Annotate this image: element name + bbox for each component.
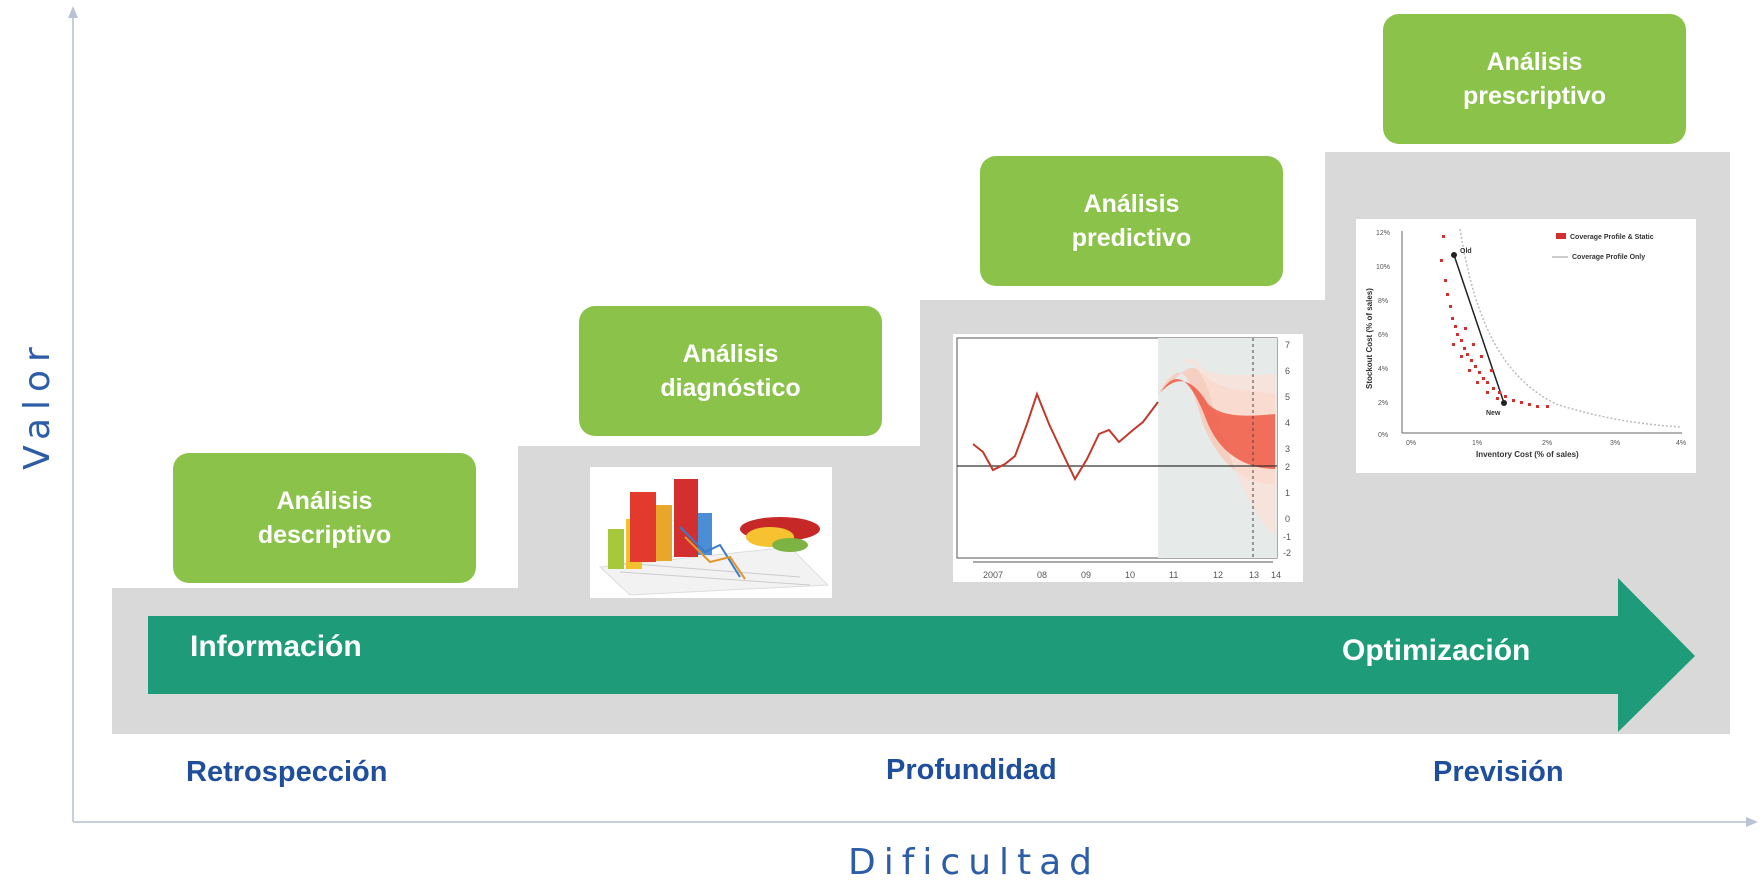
information-label: Información <box>190 630 362 663</box>
bar-chart-illustration-icon <box>598 479 830 596</box>
fan-y-tick-0: 7 <box>1285 340 1290 350</box>
optimization-label: Optimización <box>1342 634 1531 667</box>
predictive-chart-image: 2007 08 09 10 11 12 13 14 7 6 5 4 3 2 1 … <box>953 334 1303 582</box>
scatter-y-tick-5: 2% <box>1378 400 1388 407</box>
retrospection-label: Retrospección <box>186 756 388 788</box>
scatter-legend-1: Coverage Profile Only <box>1572 254 1645 261</box>
fan-x-tick-6: 13 <box>1249 570 1259 580</box>
scatter-x-label: Inventory Cost (% of sales) <box>1476 450 1579 459</box>
descriptive-analysis-box: Análisis descriptivo <box>173 453 476 583</box>
fan-x-tick-5: 12 <box>1213 570 1223 580</box>
scatter-y-tick-1: 10% <box>1376 264 1390 271</box>
fan-x-tick-3: 10 <box>1125 570 1135 580</box>
diagnostic-analysis-box: Análisis diagnóstico <box>579 306 882 436</box>
fan-y-tick-1: 6 <box>1285 366 1290 376</box>
fan-x-tick-0: 2007 <box>983 570 1003 580</box>
predictive-line-2: predictivo <box>1071 224 1192 252</box>
scatter-annotation-new: New <box>1486 410 1501 417</box>
predictive-line-1: Análisis <box>1083 190 1180 218</box>
descriptive-line-1: Análisis <box>276 487 373 515</box>
diagnostic-line-1: Análisis <box>682 340 779 368</box>
scatter-x-tick-4: 4% <box>1676 440 1686 447</box>
fan-x-tick-1: 08 <box>1037 570 1047 580</box>
prescriptive-analysis-box: Análisis prescriptivo <box>1383 14 1686 144</box>
fan-x-tick-7: 14 <box>1271 570 1281 580</box>
fan-y-tick-6: 1 <box>1285 488 1290 498</box>
scatter-x-tick-2: 2% <box>1542 440 1552 447</box>
fan-y-tick-4: 3 <box>1285 444 1290 454</box>
fan-y-tick-7: 0 <box>1285 514 1290 524</box>
scatter-legend-0: Coverage Profile & Static <box>1570 234 1654 241</box>
prescriptive-chart-image: 12% 10% 8% 6% 4% 2% 0% 0% 1% 2% 3% 4% In… <box>1356 219 1696 473</box>
depth-label: Profundidad <box>886 754 1057 786</box>
y-axis-arrowhead <box>68 6 78 18</box>
fan-chart-icon: 2007 08 09 10 11 12 13 14 7 6 5 4 3 2 1 … <box>956 337 1291 580</box>
predictive-analysis-box: Análisis predictivo <box>980 156 1283 286</box>
fan-x-tick-4: 11 <box>1169 570 1178 580</box>
scatter-points <box>1440 235 1549 408</box>
scatter-y-tick-4: 4% <box>1378 366 1388 373</box>
scatter-x-tick-3: 3% <box>1610 440 1620 447</box>
fan-x-tick-2: 09 <box>1081 570 1091 580</box>
scatter-y-tick-2: 8% <box>1378 298 1388 305</box>
scatter-x-tick-0: 0% <box>1406 440 1416 447</box>
y-axis-title: Valor <box>16 339 58 470</box>
scatter-y-tick-3: 6% <box>1378 332 1388 339</box>
diagnostic-chart-image <box>590 467 832 598</box>
scatter-y-tick-0: 12% <box>1376 230 1390 237</box>
scatter-x-tick-1: 1% <box>1472 440 1482 447</box>
scatter-y-tick-6: 0% <box>1378 432 1388 439</box>
prescriptive-line-2: prescriptivo <box>1462 82 1607 110</box>
fan-y-tick-5: 2 <box>1285 462 1290 472</box>
progress-arrow-shape <box>148 578 1695 732</box>
scatter-chart-icon: 12% 10% 8% 6% 4% 2% 0% 0% 1% 2% 3% 4% In… <box>1365 228 1686 459</box>
diagnostic-line-2: diagnóstico <box>660 374 801 402</box>
scatter-y-label: Stockout Cost (% of sales) <box>1365 288 1374 389</box>
descriptive-line-2: descriptivo <box>257 521 392 549</box>
x-axis-title: Dificultad <box>848 842 1101 883</box>
foresight-label: Previsión <box>1433 756 1564 788</box>
fan-y-tick-2: 5 <box>1285 392 1290 402</box>
fan-y-tick-9: -2 <box>1283 548 1291 558</box>
fan-y-tick-8: -1 <box>1283 532 1291 542</box>
prescriptive-line-1: Análisis <box>1486 48 1583 76</box>
scatter-annotation-old: Old <box>1460 248 1472 255</box>
x-axis-arrowhead <box>1746 817 1758 827</box>
fan-y-tick-3: 4 <box>1285 418 1290 428</box>
